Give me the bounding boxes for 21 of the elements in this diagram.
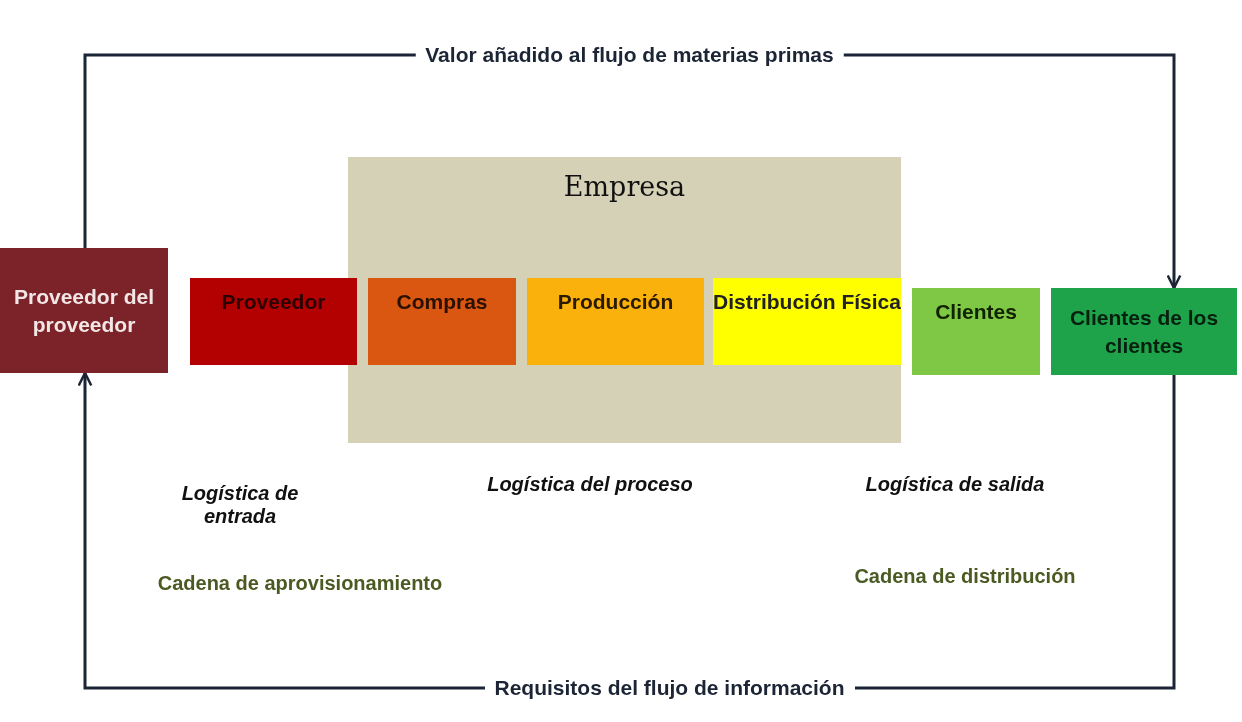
company-panel bbox=[348, 157, 901, 443]
box-label: Producción bbox=[557, 289, 674, 315]
panel-title: Empresa bbox=[563, 170, 686, 204]
process-box bbox=[190, 278, 357, 365]
process-box bbox=[713, 278, 901, 365]
box-label: Clientes bbox=[935, 299, 1017, 325]
box-label: Proveedor bbox=[221, 289, 326, 315]
chain-label: Cadena de aprovisionamiento bbox=[156, 572, 444, 595]
box-label: Distribución Física bbox=[713, 289, 901, 315]
box-label: Proveedor del proveedor bbox=[12, 284, 156, 338]
chain-label: Cadena de distribución bbox=[853, 565, 1077, 588]
stage-label: Logística del proceso bbox=[486, 473, 694, 496]
process-box bbox=[527, 278, 704, 365]
process-box bbox=[1051, 288, 1237, 375]
process-box bbox=[912, 288, 1040, 375]
process-box bbox=[0, 248, 168, 373]
box-label: Compras bbox=[396, 289, 488, 315]
process-box bbox=[368, 278, 516, 365]
stage-label: Logística de entrada bbox=[180, 482, 300, 528]
box-label: Clientes de los clientes bbox=[1068, 305, 1220, 359]
stage-label: Logística de salida bbox=[864, 473, 1046, 496]
